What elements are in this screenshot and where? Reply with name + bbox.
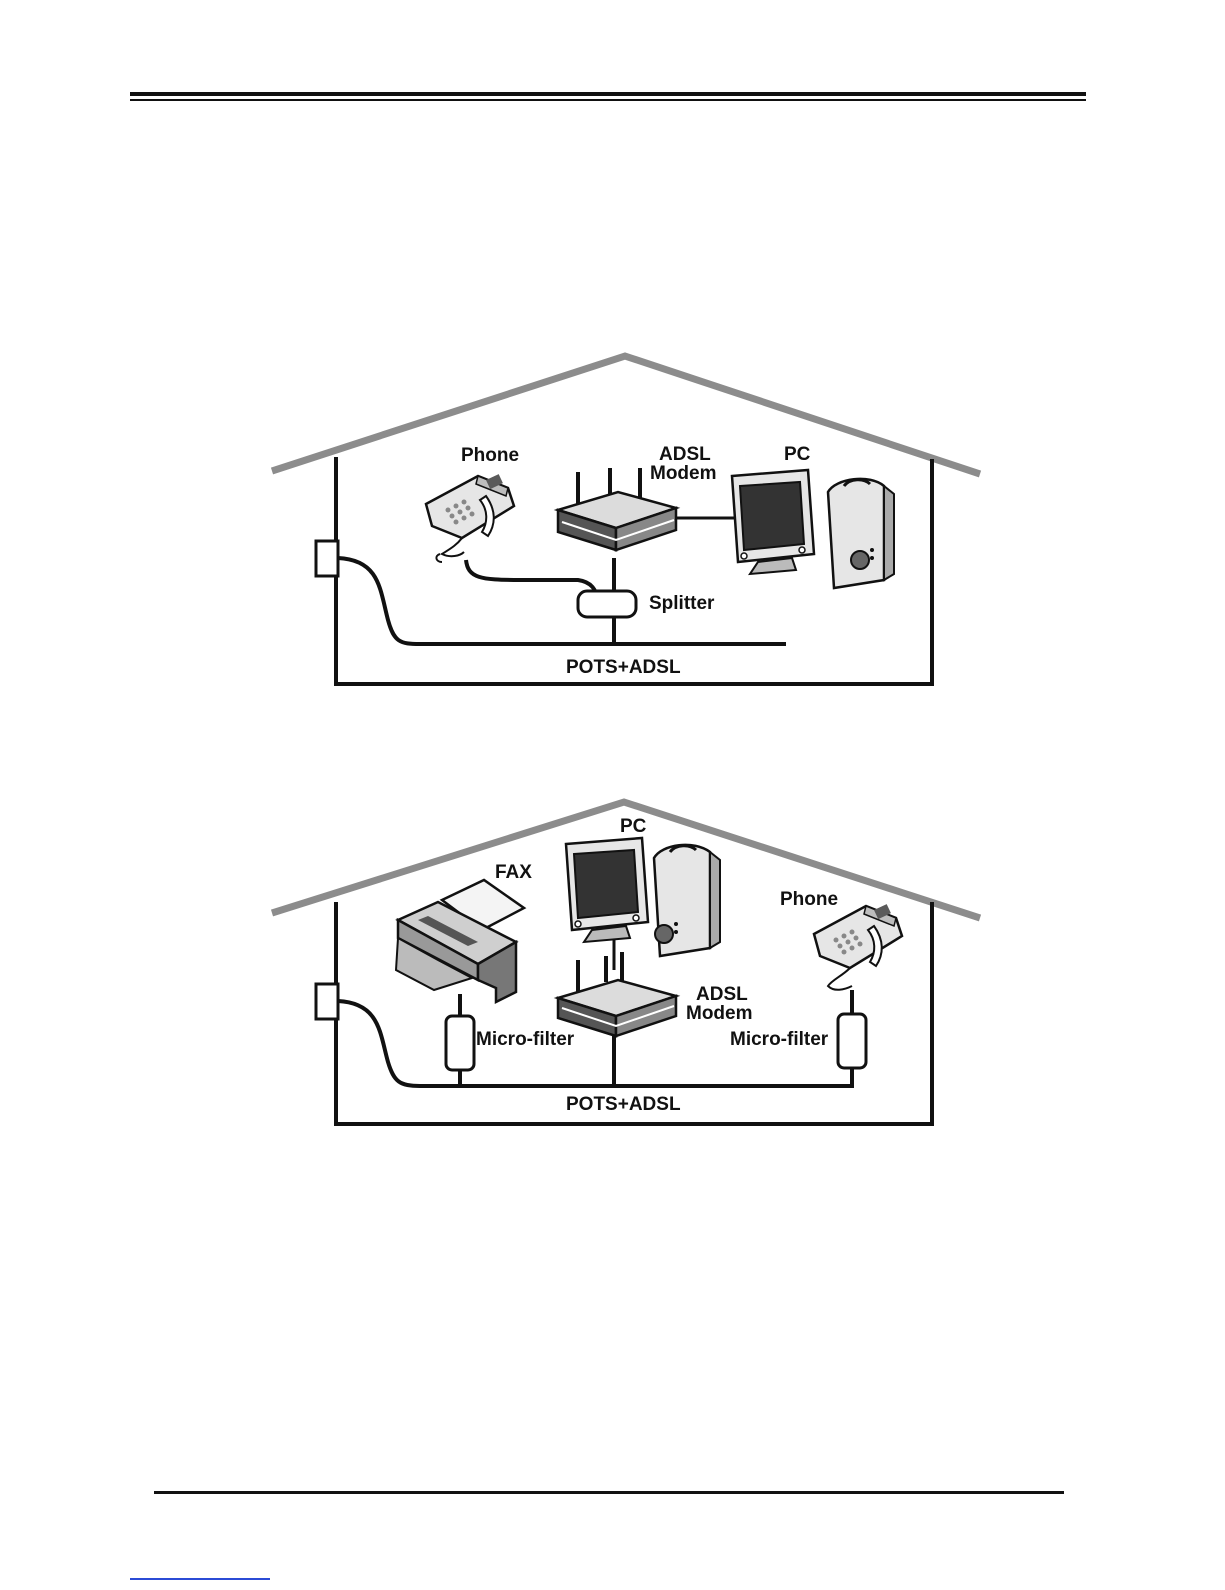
phone-icon <box>814 904 902 990</box>
modem-label-line1: ADSL <box>696 984 748 1005</box>
modem-label-line1: ADSL <box>659 444 711 465</box>
phone-label: Phone <box>461 445 519 466</box>
micro-filter-left-label: Micro-filter <box>476 1029 575 1050</box>
phone-label: Phone <box>780 889 838 910</box>
wall-jack <box>316 541 338 576</box>
phone-cord <box>466 560 598 600</box>
fax-label: FAX <box>495 862 532 883</box>
pots-adsl-line <box>338 558 786 644</box>
pc-label: PC <box>620 816 647 837</box>
modem-label-line2: Modem <box>686 1003 753 1024</box>
pc-label: PC <box>784 444 811 465</box>
pc-icon <box>566 838 720 956</box>
adsl-modem-icon <box>558 952 676 1036</box>
pots-adsl-label: POTS+ADSL <box>566 657 681 678</box>
splitter-label: Splitter <box>649 593 715 614</box>
wall-jack <box>316 984 338 1019</box>
phone-icon <box>426 474 514 562</box>
modem-label-line2: Modem <box>650 463 717 484</box>
splitter-box <box>578 591 636 617</box>
footer-rule <box>154 1491 1064 1494</box>
pc-icon <box>732 470 894 588</box>
fax-icon <box>396 880 524 1002</box>
micro-filter-right-label: Micro-filter <box>730 1029 829 1050</box>
footer-link-underline <box>130 1578 270 1580</box>
micro-filter-right <box>838 1014 866 1068</box>
micro-filter-left <box>446 1016 474 1070</box>
pots-adsl-label: POTS+ADSL <box>566 1094 681 1115</box>
roof <box>272 356 980 474</box>
diagram-microfilter: PC FAX Phone ADSL Modem Micro-filter Mic… <box>272 802 980 1124</box>
diagram-splitter: Phone ADSL Modem PC Splitter POTS+ADSL <box>272 356 980 684</box>
header-rule <box>130 92 1086 101</box>
